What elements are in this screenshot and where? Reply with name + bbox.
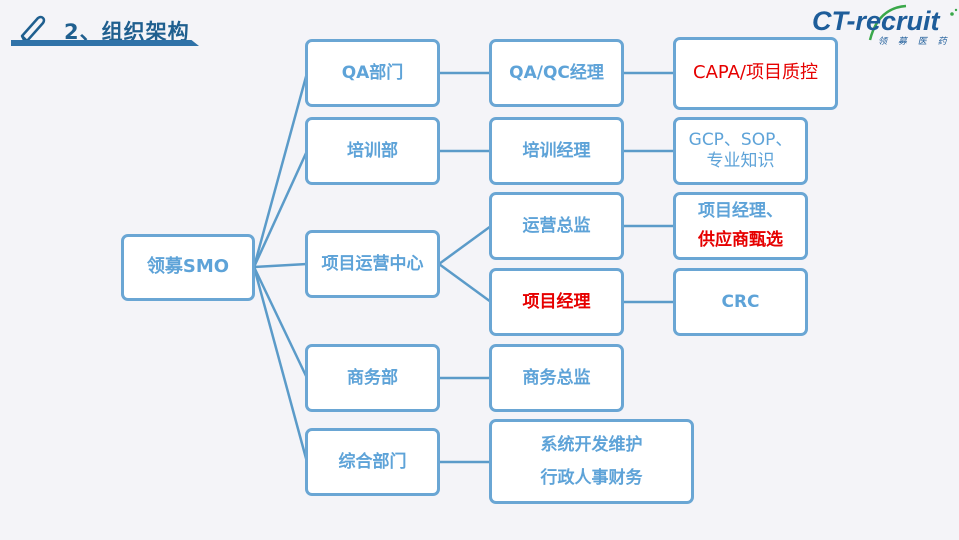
duty-line: 行政人事财务 [540,467,643,488]
logo-subtext: 领 募 医 药 [878,37,951,47]
duty-line: 系统开发维护 [540,435,643,456]
node-general-department: 综合部门 [305,428,440,496]
logo-swoosh-icon [868,4,958,41]
node-project-operations-center: 项目运营中心 [305,230,440,298]
node-project-manager: 项目经理 [489,268,624,336]
duty-line: CRC [721,291,760,312]
duty-line: GCP、SOP、 [688,129,793,150]
node-qa-qc-manager: QA/QC经理 [489,39,624,107]
node-root: 领募SMO [121,234,255,301]
node-label: 培训经理 [522,140,591,161]
node-label: 商务部 [347,367,398,388]
duty-line: 项目经理、 [698,201,783,222]
connector-root-general [252,266,309,463]
connector-ops-director [438,224,492,266]
node-training-department: 培训部 [305,117,440,185]
node-label: 运营总监 [522,215,591,236]
node-operations-director: 运营总监 [489,192,624,260]
duty-line: 供应商甄选 [698,230,783,250]
connector-root-training [252,150,309,268]
node-label: 项目经理 [522,291,591,312]
node-label: QA部门 [341,62,404,83]
logo-text: CT-recruit [812,6,940,36]
node-crc: CRC [673,268,808,336]
node-training-manager: 培训经理 [489,117,624,185]
node-label: QA/QC经理 [509,62,604,83]
duty-line: CAPA/项目质控 [693,62,818,84]
node-label: 项目运营中心 [321,253,424,274]
connector-ops-pm [438,262,492,304]
connector-root-ops [253,262,308,269]
connector-root-qa [252,72,309,268]
node-label: 培训部 [347,140,398,161]
duty-line: 专业知识 [706,151,775,171]
title-underline [11,40,199,46]
node-director-duties: 项目经理、 供应商甄选 [673,192,808,260]
node-capa-quality-control: CAPA/项目质控 [673,37,838,110]
node-training-topics: GCP、SOP、 专业知识 [673,117,808,185]
node-label: 商务总监 [522,367,591,388]
node-business-department: 商务部 [305,344,440,412]
node-general-duties: 系统开发维护 行政人事财务 [489,419,694,504]
connector-root-business [252,266,309,379]
node-root-label: 领募SMO [146,256,230,278]
node-qa-department: QA部门 [305,39,440,107]
node-label: 综合部门 [338,451,407,472]
node-business-director: 商务总监 [489,344,624,412]
company-logo: CT-recruit 领 募 医 药 [808,4,958,48]
